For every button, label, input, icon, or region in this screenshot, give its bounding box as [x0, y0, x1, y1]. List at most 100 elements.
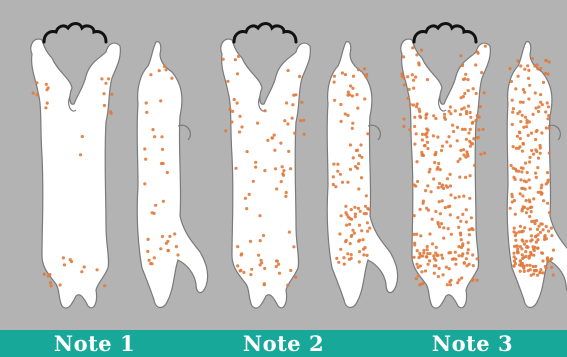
- fat-spot: [161, 235, 164, 238]
- fat-spot: [340, 120, 343, 123]
- fat-spot: [333, 75, 336, 78]
- fat-spot: [467, 241, 470, 244]
- fat-spot: [426, 248, 429, 251]
- fat-spot: [529, 264, 532, 267]
- fat-spot: [538, 271, 541, 274]
- fat-spot: [249, 240, 252, 243]
- fat-spot: [441, 184, 444, 187]
- fat-spot: [465, 150, 468, 153]
- fat-spot: [350, 257, 353, 260]
- fat-spot: [552, 249, 555, 252]
- fat-spot: [349, 242, 352, 245]
- fat-spot: [534, 138, 537, 141]
- fat-spot: [357, 68, 360, 71]
- fat-spot: [432, 254, 435, 257]
- fat-spot: [445, 184, 448, 187]
- fat-spot: [366, 221, 369, 224]
- fat-spot: [161, 148, 164, 151]
- fat-spot: [549, 258, 552, 261]
- fat-spot: [420, 282, 423, 285]
- carcass-illustrations: [0, 0, 567, 330]
- fat-spot: [230, 120, 233, 123]
- fat-spot: [525, 240, 528, 243]
- fat-spot: [354, 215, 357, 218]
- fat-spot: [528, 156, 531, 159]
- fat-spot: [539, 191, 542, 194]
- fat-spot: [341, 181, 344, 184]
- fat-spot: [532, 197, 535, 200]
- fat-spot: [332, 175, 335, 178]
- fat-spot: [459, 149, 462, 152]
- fat-spot: [359, 210, 362, 213]
- fat-spot: [466, 78, 469, 81]
- fat-spot: [468, 233, 471, 236]
- fat-spot: [521, 240, 524, 243]
- fat-spot: [443, 113, 446, 116]
- fat-spot: [413, 116, 416, 119]
- fat-spot: [469, 111, 472, 114]
- fat-spot: [537, 110, 540, 113]
- fat-spot: [522, 88, 525, 91]
- fat-spot: [413, 256, 416, 259]
- fat-spot: [476, 136, 479, 139]
- fat-spot: [440, 222, 443, 225]
- fat-spot: [542, 271, 545, 274]
- fat-spot: [449, 184, 452, 187]
- fat-spot: [426, 184, 429, 187]
- fat-spot: [530, 132, 533, 135]
- fat-spot: [539, 67, 542, 70]
- fat-spot: [544, 110, 547, 113]
- fat-spot: [109, 110, 112, 113]
- fat-spot: [437, 186, 440, 189]
- fat-spot: [442, 237, 445, 240]
- fat-spot: [415, 132, 418, 135]
- fat-spot: [458, 254, 461, 257]
- fat-spot: [444, 206, 447, 209]
- fat-spot: [360, 176, 363, 179]
- fat-spot: [468, 197, 471, 200]
- fat-spot: [545, 126, 548, 129]
- fat-spot: [363, 67, 366, 70]
- fat-spot: [511, 200, 514, 203]
- fat-spot: [254, 166, 257, 169]
- panel-3-high: [400, 24, 567, 309]
- fat-spot: [236, 264, 239, 267]
- fat-spot: [523, 226, 526, 229]
- fat-spot: [514, 213, 517, 216]
- fat-spot: [465, 110, 468, 113]
- fat-spot: [402, 125, 405, 128]
- fat-spot: [460, 276, 463, 279]
- fat-spot: [366, 132, 369, 135]
- fat-spot: [520, 230, 523, 233]
- fat-spot: [143, 182, 146, 185]
- fat-spot: [535, 130, 538, 133]
- fat-spot: [344, 205, 347, 208]
- fat-spot: [474, 119, 477, 122]
- fat-spot: [511, 99, 514, 102]
- fat-spot: [536, 166, 539, 169]
- fat-spot: [351, 87, 354, 90]
- fat-spot: [527, 77, 530, 80]
- fat-spot: [442, 187, 445, 190]
- fat-spot: [365, 194, 368, 197]
- fat-spot: [457, 245, 460, 248]
- fat-spot: [531, 57, 534, 60]
- fat-spot: [447, 227, 450, 230]
- fat-spot: [415, 233, 418, 236]
- fat-spot: [344, 240, 347, 243]
- fat-spot: [483, 152, 486, 155]
- panel-1-low: [31, 24, 208, 309]
- fat-spot: [356, 107, 359, 110]
- fat-spot: [458, 278, 461, 281]
- fat-spot: [545, 237, 548, 240]
- fat-spot: [351, 122, 354, 125]
- fat-spot: [512, 107, 515, 110]
- fat-spot: [447, 251, 450, 254]
- fat-spot: [286, 122, 289, 125]
- fat-spot: [433, 161, 436, 164]
- fat-spot: [525, 211, 528, 214]
- fat-spot: [361, 238, 364, 241]
- fat-spot: [440, 254, 443, 257]
- fat-spot: [424, 144, 427, 147]
